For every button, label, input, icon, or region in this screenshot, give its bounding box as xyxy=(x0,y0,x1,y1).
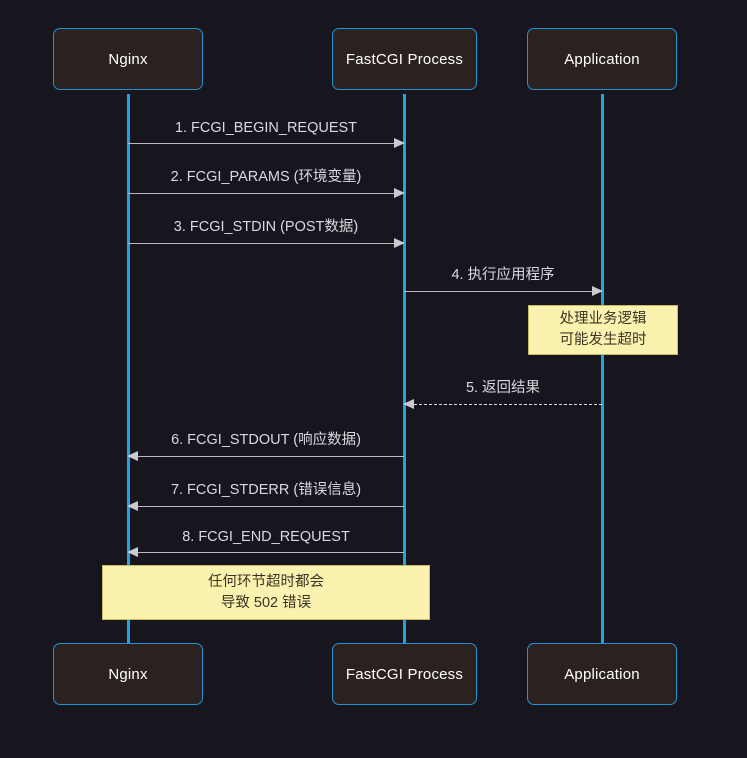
message-line xyxy=(128,506,404,507)
message-line xyxy=(128,243,404,244)
note-line: 任何环节超时都会 xyxy=(208,573,324,590)
note-line: 导致 502 错误 xyxy=(220,594,312,611)
lifeline-nginx xyxy=(127,94,130,644)
participant-nginx-bottom[interactable]: Nginx xyxy=(53,643,203,705)
lifeline-app xyxy=(601,94,604,644)
arrow-head-right-icon xyxy=(394,188,405,198)
arrow-head-right-icon xyxy=(394,238,405,248)
message-line xyxy=(404,404,602,405)
message-label: 5. 返回结果 xyxy=(465,380,541,396)
message-line xyxy=(128,143,404,144)
message-label: 3. FCGI_STDIN (POST数据) xyxy=(173,219,359,235)
participant-fastcgi-bottom[interactable]: FastCGI Process xyxy=(332,643,477,705)
note-line: 处理业务逻辑 xyxy=(559,311,647,328)
arrow-head-left-icon xyxy=(403,399,414,409)
message-label: 2. FCGI_PARAMS (环境变量) xyxy=(170,169,362,185)
note-line: 可能发生超时 xyxy=(559,332,647,348)
arrow-head-left-icon xyxy=(127,451,138,461)
participant-application-top[interactable]: Application xyxy=(527,28,677,90)
participant-label: Application xyxy=(564,50,640,68)
message-label: 4. 执行应用程序 xyxy=(451,267,555,283)
participant-label: Nginx xyxy=(108,50,148,68)
participant-label: Nginx xyxy=(108,665,148,683)
participant-fastcgi-top[interactable]: FastCGI Process xyxy=(332,28,477,90)
arrow-head-right-icon xyxy=(592,286,603,296)
participant-label: Application xyxy=(564,665,640,683)
message-line xyxy=(128,552,404,553)
note-timeout-502: 任何环节超时都会 导致 502 错误 xyxy=(102,565,430,620)
participant-application-bottom[interactable]: Application xyxy=(527,643,677,705)
participant-nginx-top[interactable]: Nginx xyxy=(53,28,203,90)
participant-label: FastCGI Process xyxy=(345,665,464,683)
message-label: 1. FCGI_BEGIN_REQUEST xyxy=(174,120,358,136)
arrow-head-left-icon xyxy=(127,501,138,511)
participant-label: FastCGI Process xyxy=(345,50,464,68)
message-label: 6. FCGI_STDOUT (响应数据) xyxy=(171,432,361,448)
message-line xyxy=(128,456,404,457)
message-label: 7. FCGI_STDERR (错误信息) xyxy=(170,482,362,498)
arrow-head-right-icon xyxy=(394,138,405,148)
lifeline-fastcgi xyxy=(403,94,406,644)
arrow-head-left-icon xyxy=(127,547,138,557)
note-application-processing: 处理业务逻辑 可能发生超时 xyxy=(528,305,678,355)
message-line xyxy=(404,291,602,292)
message-line xyxy=(128,193,404,194)
message-label: 8. FCGI_END_REQUEST xyxy=(182,529,350,545)
